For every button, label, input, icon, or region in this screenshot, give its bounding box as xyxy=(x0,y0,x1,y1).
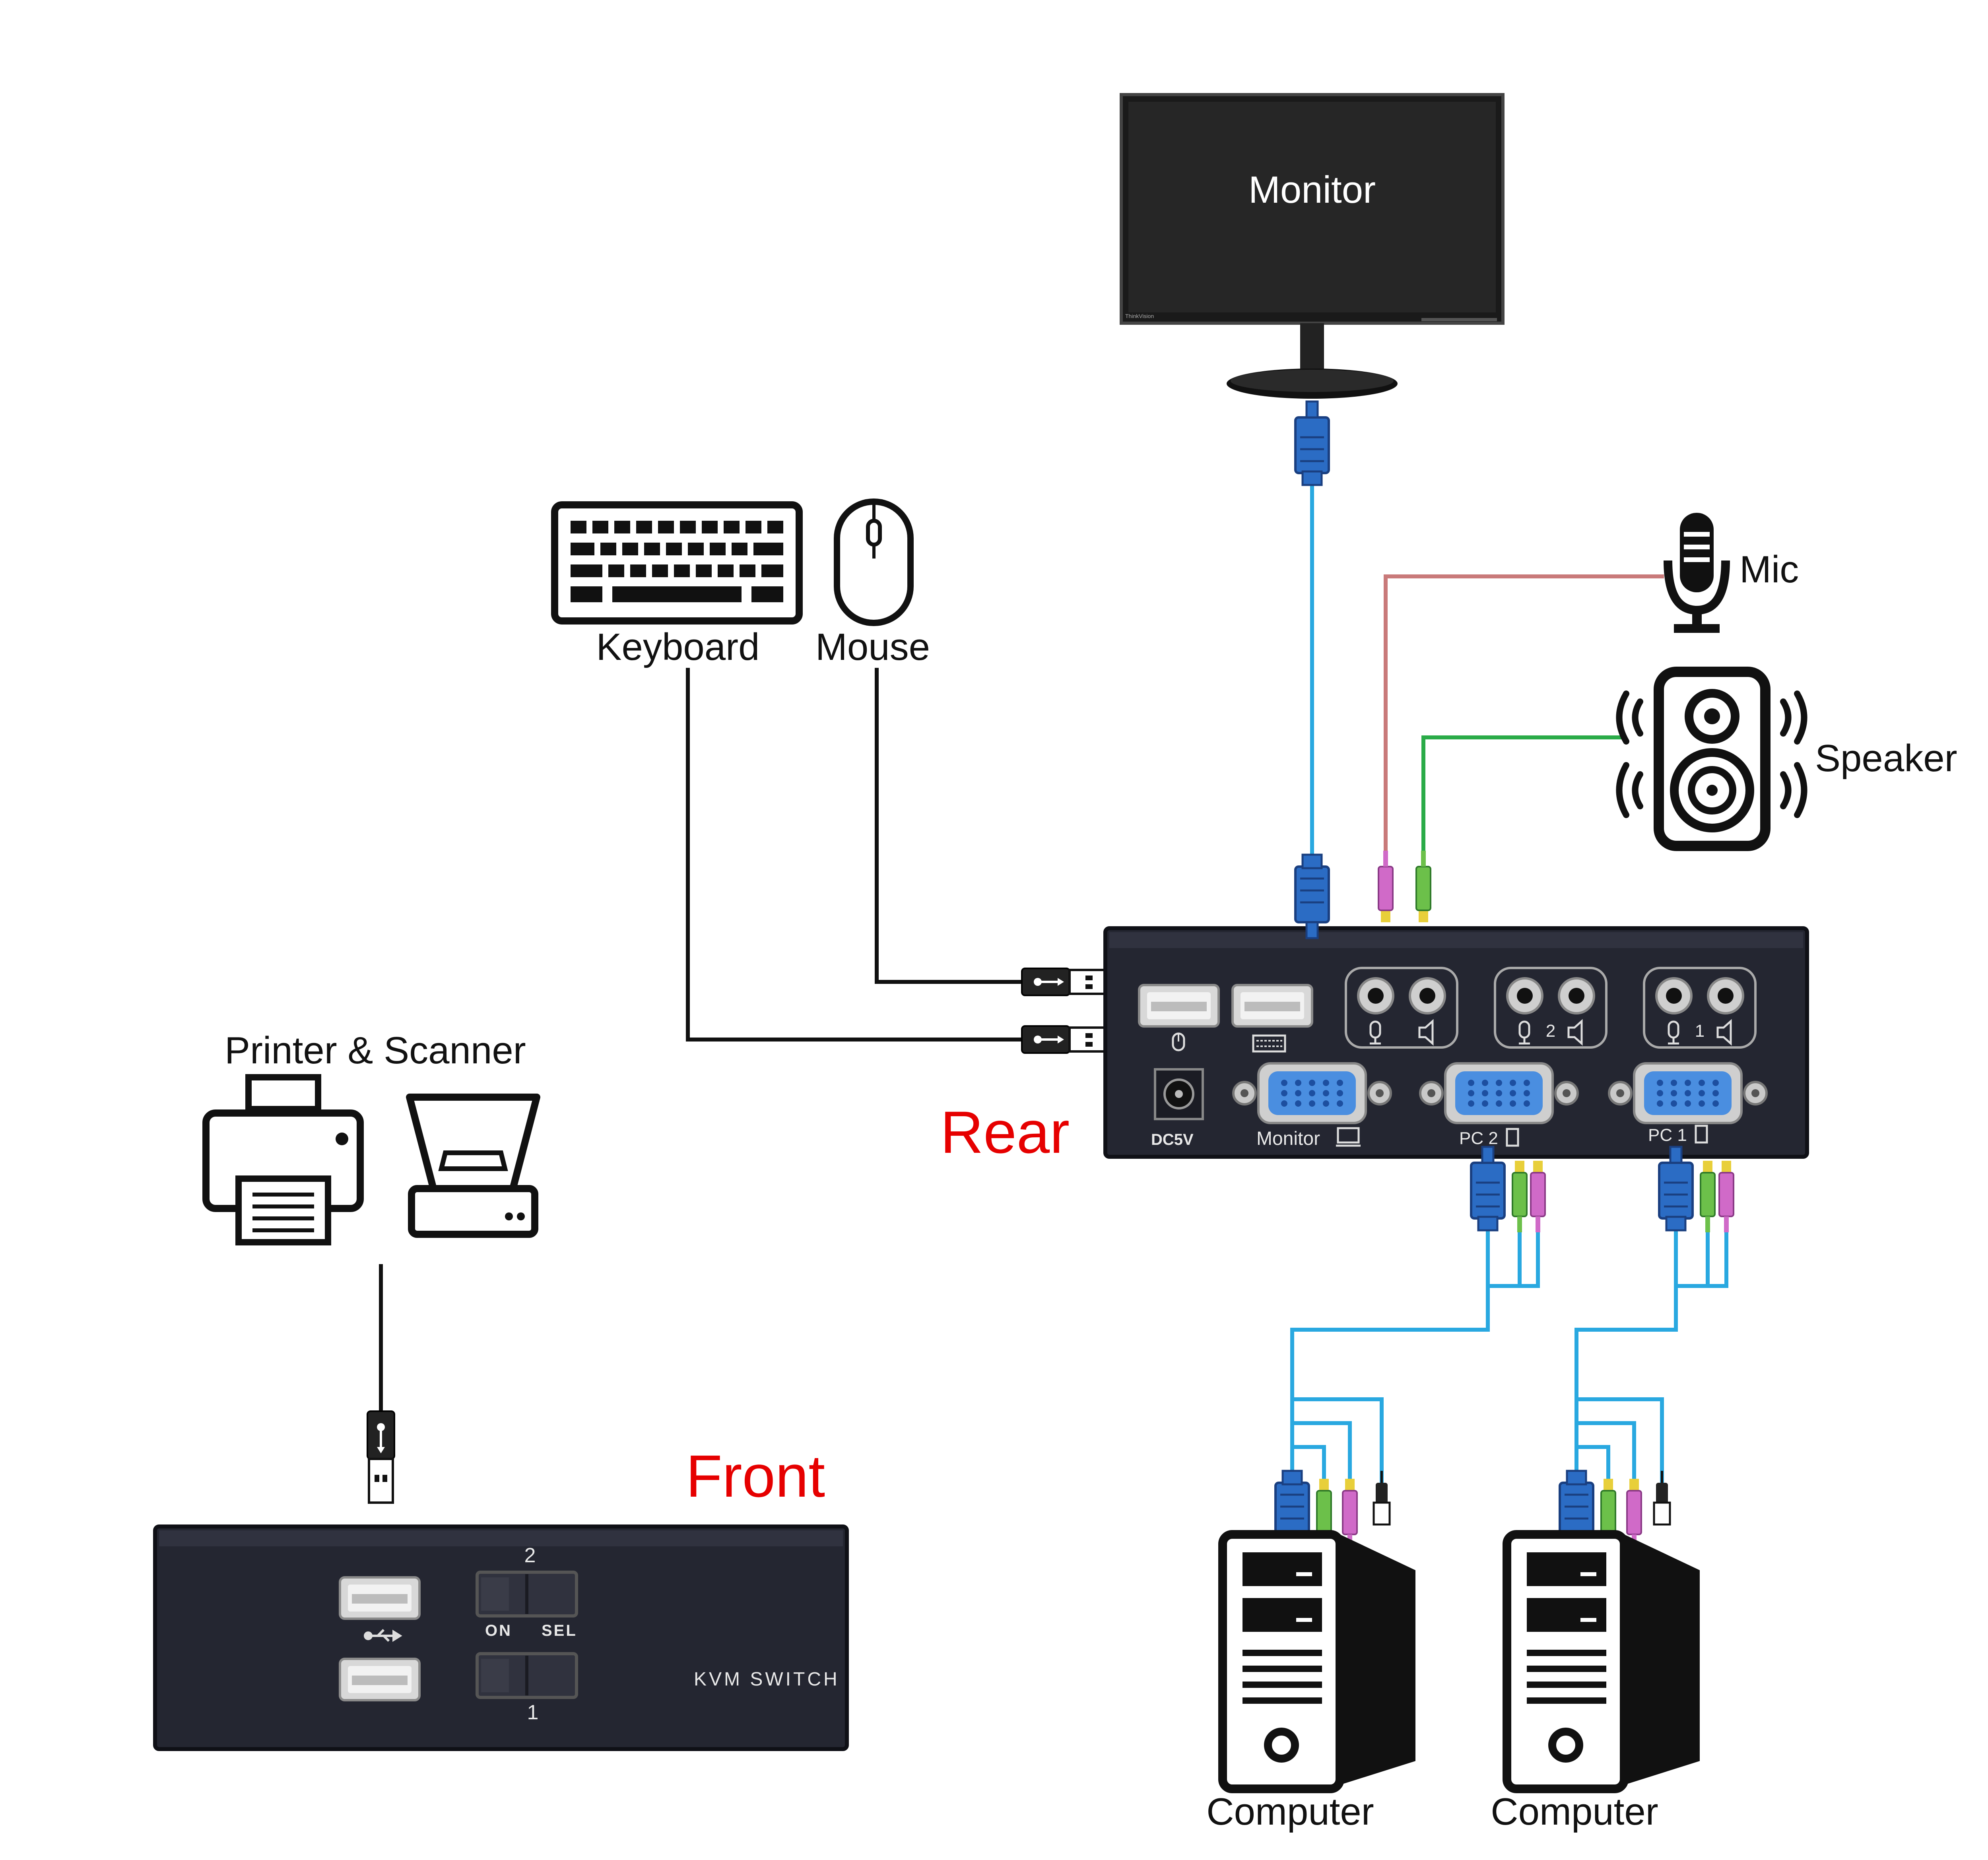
rear-usb-port-mouse xyxy=(1139,985,1219,1026)
computer1-tower-icon xyxy=(1223,1534,1415,1789)
rear-title: Rear xyxy=(940,1099,1070,1166)
rear-monitor-vga-plug xyxy=(1295,855,1329,938)
mouse-icon xyxy=(834,498,914,626)
front-button-1[interactable] xyxy=(476,1652,578,1699)
front-usb-icon xyxy=(364,1629,402,1642)
rear-audio2-label: 2 xyxy=(1546,1021,1555,1041)
speaker-icon xyxy=(1616,667,1807,851)
keyboard-icon xyxy=(551,501,803,625)
rear-usb-port-keyboard xyxy=(1233,985,1312,1026)
computer2-tower-icon xyxy=(1507,1534,1700,1789)
cables xyxy=(379,445,1728,1483)
speaker-cable xyxy=(1421,735,1626,871)
computer1-usb-plug xyxy=(1373,1471,1391,1526)
kvm-rear-panel: DC5V 2 1 Monitor PC 2 PC 1 xyxy=(1103,926,1809,1159)
rear-pc2-icon xyxy=(1506,1128,1519,1147)
keyboard-usb-cable xyxy=(686,668,1026,1042)
kvm-front-panel: 2 ON SEL 1 KVM SWITCH xyxy=(153,1524,849,1751)
rear-pc1-label: PC 1 xyxy=(1648,1125,1687,1145)
computer2-label: Computer xyxy=(1491,1790,1658,1833)
monitor: Monitor ThinkVision xyxy=(1120,93,1505,399)
mouse-usb-cable xyxy=(875,668,1026,984)
rear-keyboard-icon xyxy=(1252,1034,1286,1053)
pc1-cable-bundle xyxy=(1574,1220,1728,1483)
mic-cable xyxy=(1384,574,1664,871)
rear-mic-plug xyxy=(1378,850,1394,923)
pc2-cable-bundle xyxy=(1290,1220,1540,1483)
front-usb-port-top xyxy=(340,1577,419,1619)
computer2-usb-plug xyxy=(1653,1471,1671,1526)
front-num-2: 2 xyxy=(524,1544,536,1567)
rear-pc1-icon xyxy=(1695,1125,1708,1144)
pc2-vga-plug xyxy=(1471,1147,1505,1230)
pc2-mic-plug xyxy=(1530,1160,1546,1233)
rear-monitor-label: Monitor xyxy=(1256,1128,1320,1149)
front-title: Front xyxy=(686,1443,825,1509)
dc-power-jack xyxy=(1154,1068,1204,1120)
monitor-screen-label: Monitor xyxy=(1248,169,1376,211)
front-num-1: 1 xyxy=(527,1701,539,1724)
pc1-mic-plug xyxy=(1718,1160,1734,1233)
rear-audio1-label: 1 xyxy=(1695,1021,1705,1041)
mic-label: Mic xyxy=(1740,548,1799,591)
scanner-icon xyxy=(406,1094,540,1238)
keyboard-label: Keyboard xyxy=(596,626,760,668)
front-sel-label: SEL xyxy=(542,1622,577,1639)
pc2-speaker-plug xyxy=(1512,1160,1528,1233)
rear-pc2-label: PC 2 xyxy=(1459,1129,1498,1148)
printer-usb-plug xyxy=(367,1411,394,1503)
front-usb-port-bottom xyxy=(340,1659,419,1700)
mouse-usb-plug xyxy=(1022,968,1113,995)
speaker-label: Speaker xyxy=(1815,737,1957,780)
pc1-speaker-plug xyxy=(1700,1160,1716,1233)
front-button-2[interactable] xyxy=(476,1571,578,1618)
front-kvm-switch-label: KVM SWITCH xyxy=(694,1669,840,1690)
monitor-vga-plug xyxy=(1295,401,1329,485)
printer-icon xyxy=(202,1074,364,1245)
keyboard-usb-plug xyxy=(1022,1026,1113,1053)
pc1-vga-plug xyxy=(1659,1147,1693,1230)
rear-monitor-icon xyxy=(1336,1127,1361,1147)
rear-dc-label: DC5V xyxy=(1151,1131,1194,1148)
rear-speaker-plug xyxy=(1415,850,1431,923)
front-on-label: ON xyxy=(485,1622,512,1639)
mouse-label: Mouse xyxy=(815,626,930,668)
monitor-brand-label: ThinkVision xyxy=(1125,313,1154,319)
mic-icon xyxy=(1664,513,1730,633)
rear-mouse-icon xyxy=(1172,1032,1185,1051)
computer1-label: Computer xyxy=(1206,1790,1374,1833)
printer-scanner-label: Printer & Scanner xyxy=(225,1029,526,1072)
